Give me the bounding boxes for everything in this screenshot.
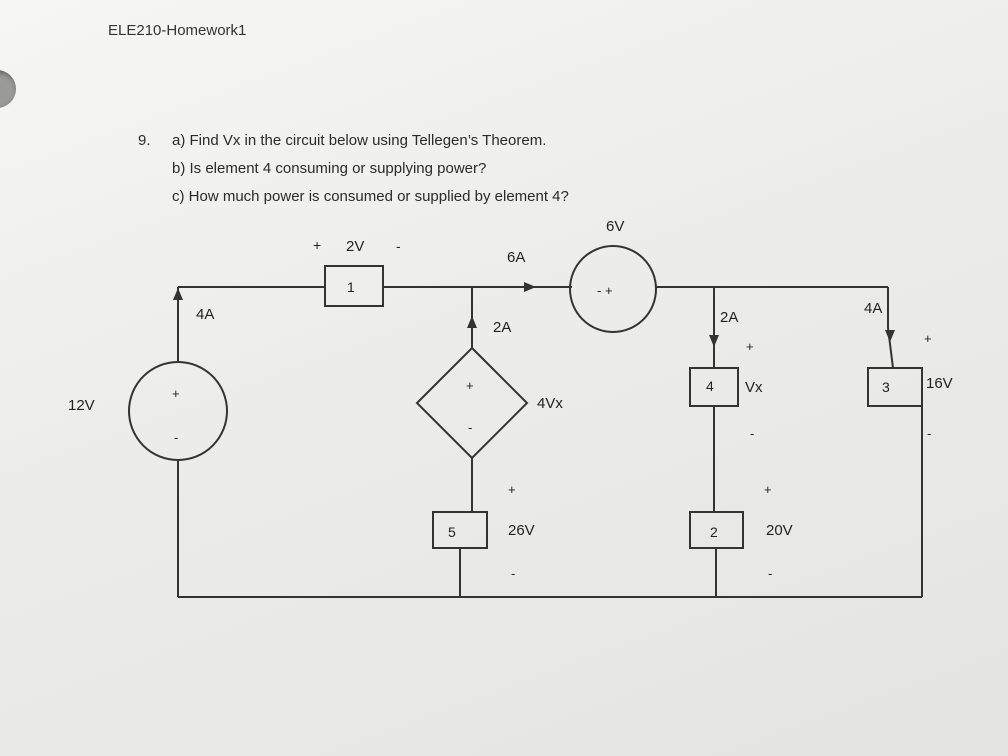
arrow-2a-e4-icon — [709, 335, 719, 347]
dependent-value: 4Vx — [537, 395, 563, 412]
e3-minus: - — [927, 426, 931, 441]
element-2-label: 2 — [710, 524, 718, 540]
source-12v-plus: + — [172, 386, 180, 401]
wire-e3-top — [887, 287, 894, 369]
source-12v-value: 12V — [68, 397, 95, 414]
source-6v-value: 6V — [606, 218, 624, 235]
source-12v-circle — [128, 361, 228, 461]
element-1-box — [324, 265, 384, 307]
element-1-label: 1 — [347, 279, 355, 295]
e1-voltage: 2V — [346, 238, 364, 255]
source-12v-minus: - — [174, 430, 178, 445]
element-3-box — [867, 367, 923, 407]
arrow-4a-e3-icon — [885, 330, 895, 342]
source-6v-circle — [569, 245, 657, 333]
element-4-box — [689, 367, 739, 407]
e2-voltage: 20V — [766, 522, 793, 539]
e4-plus: + — [746, 339, 754, 354]
e2-plus: + — [764, 482, 772, 497]
e4-current: 2A — [720, 309, 738, 326]
source-12v-current: 4A — [196, 306, 214, 323]
dependent-source-diamond — [415, 346, 529, 460]
e4-voltage: Vx — [745, 379, 763, 396]
arrow-6a-icon — [524, 282, 536, 292]
dependent-current: 2A — [493, 319, 511, 336]
page-header: ELE210-Homework1 — [108, 22, 247, 39]
element-4-label: 4 — [706, 378, 714, 394]
arrow-4a-left-icon — [173, 288, 183, 300]
binder-hole — [0, 70, 16, 108]
dependent-minus: - — [468, 420, 472, 435]
source-6v-polarity: - + — [597, 283, 613, 298]
e3-current: 4A — [864, 300, 882, 317]
question-number: 9. — [138, 132, 151, 149]
e3-plus: + — [924, 331, 932, 346]
element-3-label: 3 — [882, 379, 890, 395]
question-part-c: c) How much power is consumed or supplie… — [172, 188, 569, 205]
e1-plus: + — [313, 237, 321, 253]
element-2-box — [689, 511, 744, 549]
question-part-b: b) Is element 4 consuming or supplying p… — [172, 160, 487, 177]
arrow-2a-dependent-icon — [467, 316, 477, 328]
element-5-box — [432, 511, 488, 549]
e5-voltage: 26V — [508, 522, 535, 539]
element-5-label: 5 — [448, 524, 456, 540]
question-part-a: a) Find Vx in the circuit below using Te… — [172, 132, 547, 149]
e3-voltage: 16V — [926, 375, 953, 392]
source-6v-current: 6A — [507, 249, 525, 266]
e2-minus: - — [768, 566, 772, 581]
e1-minus: - — [396, 238, 401, 254]
e5-minus: - — [511, 566, 515, 581]
e4-minus: - — [750, 426, 754, 441]
e5-plus: + — [508, 482, 516, 497]
dependent-plus: + — [466, 378, 474, 393]
